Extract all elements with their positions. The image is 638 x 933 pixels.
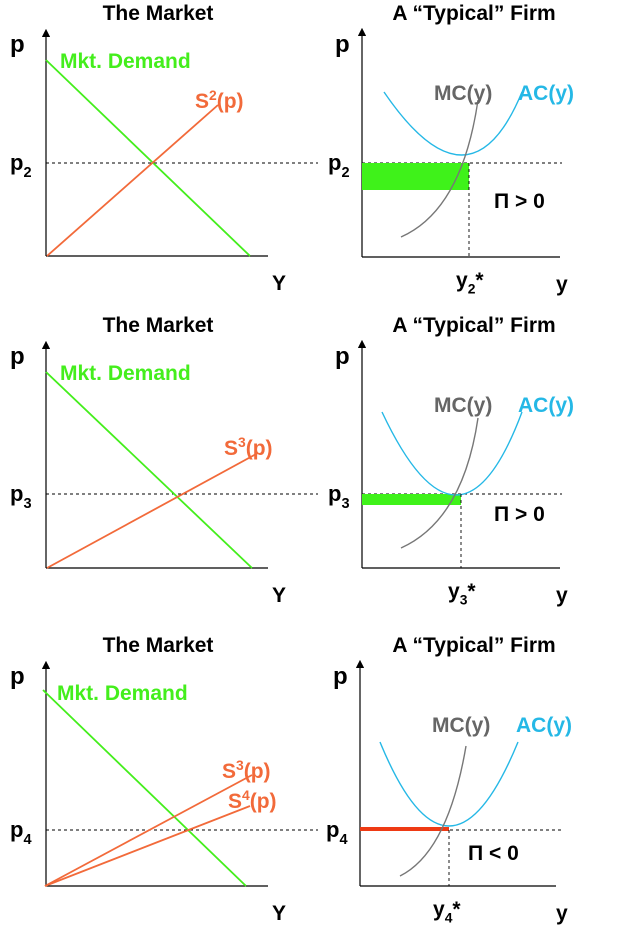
row-2-firm-ac-label: AC(y) — [518, 394, 574, 417]
row-3-firm-y-axis-label: y — [556, 902, 568, 925]
row-3-market-supply-label-1: S3(p) — [222, 757, 271, 783]
row-2-firm-output-label-base: y — [448, 580, 460, 603]
row-3-firm-price-label: p4 — [326, 817, 348, 848]
row-3-firm-output-label-base: y — [433, 898, 445, 921]
row-1-market-price-label: p2 — [10, 150, 32, 181]
row-3-market-demand-curve — [42, 689, 247, 887]
row-1-firm-mc-curve — [400, 99, 479, 238]
row-2-market-supply-label-1-base: S — [224, 437, 238, 460]
row-1-market-price-label-sub: 2 — [23, 165, 31, 181]
row-1-firm-ac-curve — [383, 91, 523, 156]
row-3-firm-ac-curve — [379, 741, 519, 827]
row-1-market-supply-label-1-base: S — [195, 90, 209, 113]
row-1-firm-ac-label: AC(y) — [518, 82, 574, 105]
row-3-firm-output-label: y4* — [433, 898, 461, 926]
row-1-firm-y-axis-label: y — [556, 273, 568, 296]
row-1-firm-p-axis-label: p — [335, 31, 350, 58]
row-2-firm-output-label: y3* — [448, 580, 476, 608]
row-3-market-y-axis-label: Y — [272, 902, 286, 925]
row-3-firm-profit-label: Π < 0 — [468, 842, 519, 865]
row-1-market-demand-label: Mkt. Demand — [60, 50, 191, 73]
row-3-market-supply-label-1-sup: 3 — [236, 757, 244, 773]
row-1-firm-output-label-base: y — [456, 269, 468, 292]
row-1-firm-profit-area — [362, 163, 469, 190]
row-2-firm-output-label-sub: 3 — [460, 592, 468, 608]
row-1-market-title: The Market — [103, 2, 214, 25]
row-2-market-supply-label-1-sup: 3 — [238, 434, 246, 450]
row-2-market-supply-label-1: S3(p) — [224, 434, 273, 460]
row-1-market-supply-label-1: S2(p) — [195, 87, 244, 113]
row-3-market-price-label-base: p — [10, 817, 23, 842]
row-2-firm-ac-curve — [381, 411, 523, 496]
row-1-firm-profit-label: Π > 0 — [494, 190, 545, 213]
row-3-firm-price-label-sub: 4 — [339, 832, 347, 848]
row-1-firm-output-label: y2* — [456, 269, 484, 297]
row-1-firm-output-label-tail: * — [475, 269, 484, 292]
row-2-firm-title: A “Typical” Firm — [392, 314, 555, 337]
row-2-market-price-label-base: p — [10, 481, 23, 506]
row-2-market-supply-label-1-tail: (p) — [246, 437, 273, 460]
row-1-market-demand-curve — [45, 59, 251, 257]
row-3-market-supply-label-1-tail: (p) — [244, 760, 271, 783]
row-2-firm-profit-area — [362, 494, 461, 505]
row-1-market-y-axis-label: Y — [272, 272, 286, 295]
row-2-market-demand-label: Mkt. Demand — [60, 362, 191, 385]
row-1-firm-price-label-base: p — [328, 150, 341, 175]
row-1-firm-title: A “Typical” Firm — [392, 2, 555, 25]
row-2-market-p-axis-label: p — [10, 343, 25, 370]
row-2-firm-price-label-base: p — [328, 481, 341, 506]
row-3-market-p-axis-label: p — [10, 663, 25, 690]
row-3-market-supply-label-2: S4(p) — [228, 787, 277, 813]
row-1-firm-output-label-sub: 2 — [468, 281, 476, 297]
row-3-firm-mc-label: MC(y) — [432, 714, 490, 737]
row-2-market-supply-curve-1 — [46, 452, 259, 569]
row-2-market-y-axis-label: Y — [272, 584, 286, 607]
row-1-market-supply-curve-1 — [46, 104, 219, 257]
row-3-firm-mc-curve — [399, 745, 467, 877]
row-2-market-price-label: p3 — [10, 481, 32, 512]
row-3-market-supply-label-2-tail: (p) — [250, 790, 277, 813]
row-2-firm-y-axis-label: y — [556, 584, 568, 607]
row-3-firm-title: A “Typical” Firm — [392, 634, 555, 657]
row-2-firm-mc-curve — [400, 417, 479, 549]
row-3-market-supply-label-1-base: S — [222, 760, 236, 783]
row-1-market-price-label-base: p — [10, 150, 23, 175]
row-3-market-price-label-sub: 4 — [23, 832, 31, 848]
row-2-firm-p-axis-label: p — [335, 343, 350, 370]
row-2-firm-price-label: p3 — [328, 481, 350, 512]
row-3-firm-ac-label: AC(y) — [516, 714, 572, 737]
row-2-market-price-label-sub: 3 — [23, 496, 31, 512]
row-1-firm-price-label-sub: 2 — [341, 165, 349, 181]
row-3-market-price-label: p4 — [10, 817, 32, 848]
row-3-market-demand-label: Mkt. Demand — [57, 682, 188, 705]
row-3-market-supply-label-2-sup: 4 — [242, 787, 250, 803]
row-2-firm-mc-label: MC(y) — [434, 394, 492, 417]
row-1-firm-price-label: p2 — [328, 150, 350, 181]
row-1-market-p-axis-label: p — [10, 31, 25, 58]
row-2-firm-output-label-tail: * — [467, 580, 476, 603]
row-1-market-supply-label-1-tail: (p) — [217, 90, 244, 113]
row-3-market-supply-label-2-base: S — [228, 790, 242, 813]
row-3-firm-output-label-sub: 4 — [445, 910, 453, 926]
row-1-market-supply-label-1-sup: 2 — [209, 87, 217, 103]
row-3-firm-output-label-tail: * — [452, 898, 461, 921]
row-3-market-title: The Market — [103, 634, 214, 657]
row-2-market-title: The Market — [103, 314, 214, 337]
row-1-firm-mc-label: MC(y) — [434, 82, 492, 105]
row-3-market-supply-curve-2 — [44, 805, 251, 887]
row-2-market-demand-curve — [45, 371, 253, 569]
row-2-firm-price-label-sub: 3 — [341, 496, 349, 512]
row-3-market-supply-curve-1 — [44, 774, 253, 887]
row-2-firm-profit-label: Π > 0 — [494, 503, 545, 526]
row-3-firm-p-axis-label: p — [333, 663, 348, 690]
row-3-firm-price-label-base: p — [326, 817, 339, 842]
